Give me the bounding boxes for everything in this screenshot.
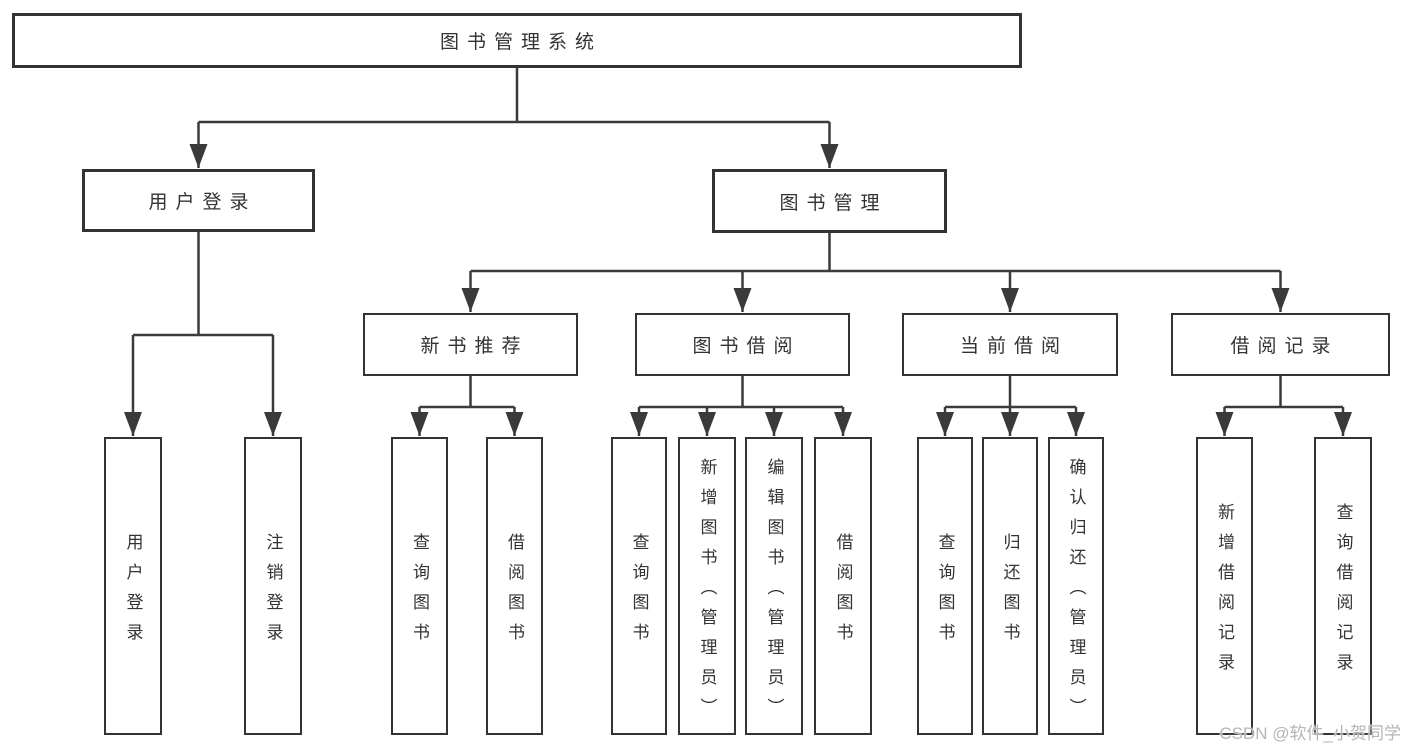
node-ul-user-login-leaf: 用户登录 [104, 437, 162, 735]
connector-borrow-records-rail [1224, 376, 1343, 409]
node-user-login-label: 用户登录 [148, 192, 257, 213]
connector-user-login-rail [133, 232, 273, 337]
node-user-login: 用户登录 [82, 169, 315, 232]
node-cb-return-books-label: 归还图书 [1000, 532, 1020, 653]
node-br-query-borrow-record: 查询借阅记录 [1314, 437, 1372, 735]
node-cb-query-books: 查询图书 [917, 437, 973, 735]
node-ul-user-login-leaf-label: 用户登录 [123, 532, 143, 653]
node-bb-edit-books-admin: 编辑图书（管理员） [745, 437, 803, 735]
node-bb-borrow-books: 借阅图书 [814, 437, 872, 735]
node-bb-borrow-books-label: 借阅图书 [833, 532, 853, 653]
node-nbr-query-books-label: 查询图书 [410, 532, 429, 653]
node-nbr-query-books: 查询图书 [391, 437, 448, 735]
csdn-watermark: CSDN @软件_小贺同学 [1219, 724, 1401, 743]
node-cb-confirm-return-admin-label: 确认归还（管理员） [1066, 457, 1086, 728]
connector-book-borrowing-rail [639, 376, 843, 409]
node-br-query-borrow-record-label: 查询借阅记录 [1333, 502, 1353, 683]
node-book-borrowing: 图书借阅 [635, 313, 850, 376]
node-current-borrowing-label: 当前借阅 [959, 336, 1068, 357]
node-bb-add-books-admin: 新增图书（管理员） [678, 437, 736, 735]
node-bb-query-books: 查询图书 [611, 437, 667, 735]
node-book-borrowing-label: 图书借阅 [692, 336, 801, 357]
node-bb-edit-books-admin-label: 编辑图书（管理员） [764, 457, 784, 728]
node-new-book-recommend-label: 新书推荐 [420, 336, 529, 357]
node-br-add-borrow-record-label: 新增借阅记录 [1215, 502, 1234, 683]
node-bb-query-books-label: 查询图书 [629, 532, 649, 653]
node-ul-logout-leaf: 注销登录 [244, 437, 302, 735]
node-borrow-records: 借阅记录 [1171, 313, 1390, 376]
node-br-add-borrow-record: 新增借阅记录 [1196, 437, 1253, 735]
connector-current-borrowing-rail [945, 376, 1076, 409]
connector-new-book-recommend-rail [419, 376, 515, 409]
node-bb-add-books-admin-label: 新增图书（管理员） [697, 457, 717, 728]
node-cb-query-books-label: 查询图书 [935, 532, 955, 653]
node-cb-confirm-return-admin: 确认归还（管理员） [1048, 437, 1104, 735]
connector-root-rail [198, 68, 830, 124]
node-book-management-label: 图书管理 [779, 192, 888, 214]
node-borrow-records-label: 借阅记录 [1230, 336, 1339, 357]
node-library-system-label: 图书管理系统 [439, 32, 602, 53]
node-book-management: 图书管理 [712, 169, 947, 233]
node-library-system: 图书管理系统 [12, 13, 1022, 68]
connector-book-management-rail [470, 233, 1281, 273]
node-current-borrowing: 当前借阅 [902, 313, 1118, 376]
node-cb-return-books: 归还图书 [982, 437, 1038, 735]
node-nbr-borrow-books: 借阅图书 [486, 437, 543, 735]
node-new-book-recommend: 新书推荐 [363, 313, 578, 376]
node-nbr-borrow-books-label: 借阅图书 [505, 532, 524, 653]
node-ul-logout-leaf-label: 注销登录 [263, 532, 283, 653]
